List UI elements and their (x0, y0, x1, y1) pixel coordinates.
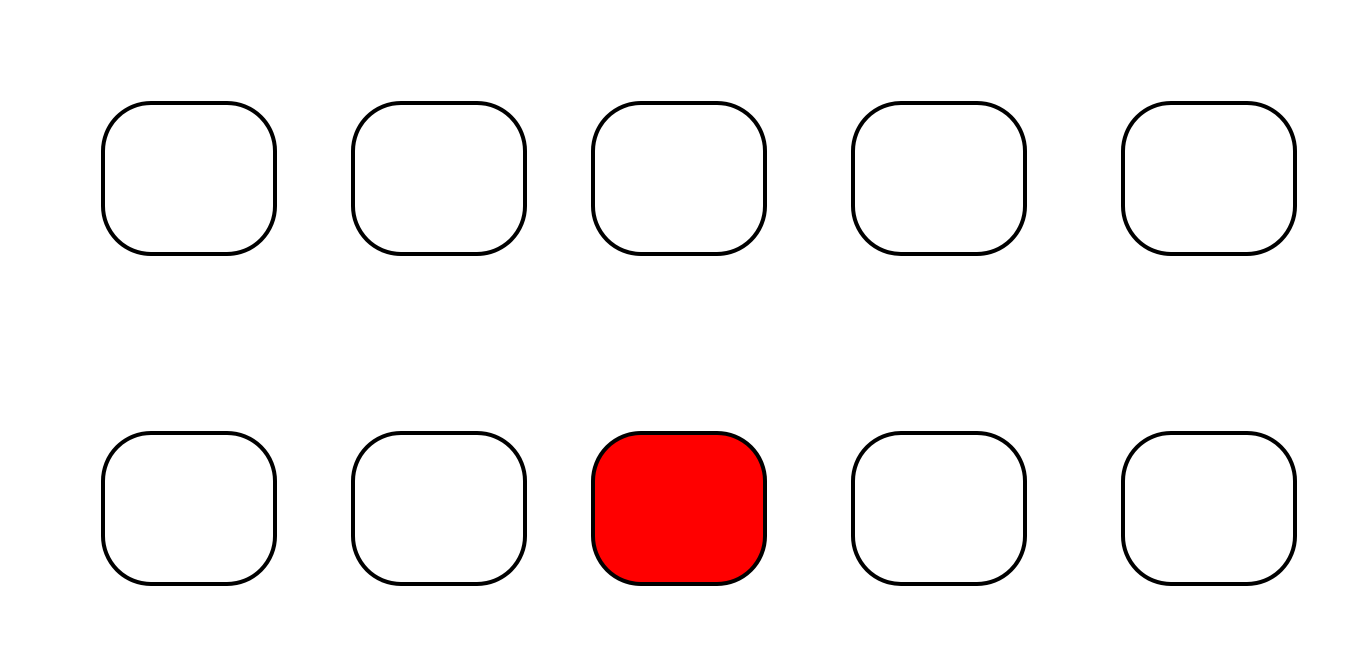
tile-r2c3-selected[interactable] (591, 431, 767, 586)
tile-r2c1[interactable] (101, 431, 277, 586)
tile-r2c5[interactable] (1121, 431, 1297, 586)
tile-r1c4[interactable] (851, 101, 1027, 256)
tile-r1c1[interactable] (101, 101, 277, 256)
tile-r1c2[interactable] (351, 101, 527, 256)
tile-r1c3[interactable] (591, 101, 767, 256)
tile-r1c5[interactable] (1121, 101, 1297, 256)
tile-r2c2[interactable] (351, 431, 527, 586)
tile-r2c4[interactable] (851, 431, 1027, 586)
